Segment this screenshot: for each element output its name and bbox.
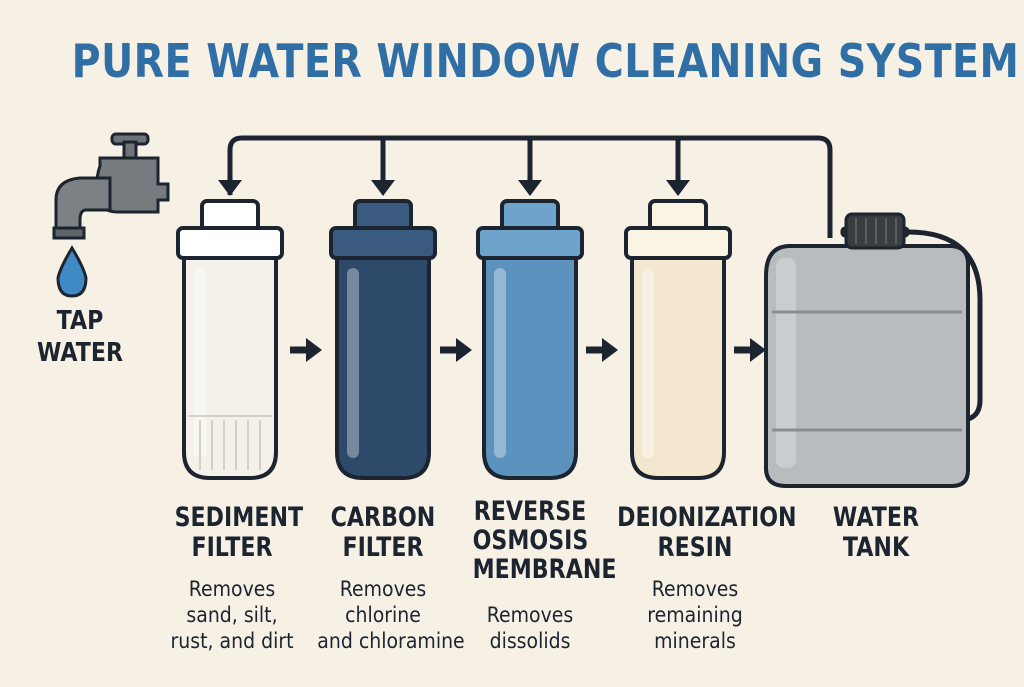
filter-cartridges xyxy=(176,199,732,480)
stage-desc-line: dissolids xyxy=(489,629,571,653)
right-arrow-icon xyxy=(290,338,322,362)
stage-desc-reverse-osmosis: Removes dissolids xyxy=(467,602,593,654)
down-arrow-icon xyxy=(666,180,690,196)
right-arrow-icon xyxy=(734,338,766,362)
stage-desc-line: sand, silt, xyxy=(186,603,278,627)
stage-desc-line: remaining xyxy=(647,603,743,627)
stage-label-deionization: DEIONIZATION RESIN xyxy=(617,502,797,563)
stage-label-reverse-osmosis: REVERSE OSMOSIS MEMBRANE xyxy=(472,496,617,585)
stage-label-line: CARBON xyxy=(330,502,436,533)
flow-arrows xyxy=(290,338,766,362)
filter-cartridge-sediment xyxy=(176,199,284,480)
stage-label-line: MEMBRANE xyxy=(472,554,617,585)
tank-hose xyxy=(907,229,983,423)
filter-cartridge-reverse-osmosis xyxy=(476,199,584,480)
stage-desc-deionization: Removes remaining minerals xyxy=(628,576,763,654)
stage-label-line: DEIONIZATION xyxy=(617,502,797,533)
stage-label-line: REVERSE xyxy=(473,496,587,527)
stage-desc-line: Removes xyxy=(339,577,427,601)
down-arrow-icon xyxy=(218,180,242,196)
down-arrow-icon xyxy=(518,180,542,196)
stage-desc-line: Removes xyxy=(188,577,276,601)
stage-desc-line: and chloramine xyxy=(317,629,465,653)
stage-desc-carbon: Removes chlorine and chloramine xyxy=(317,576,465,654)
stage-desc-line: Removes xyxy=(651,577,739,601)
faucet-icon xyxy=(52,132,170,240)
stage-desc-line: rust, and dirt xyxy=(170,629,294,653)
water-tank-icon xyxy=(764,212,970,488)
stage-label-line: SEDIMENT xyxy=(174,502,304,533)
tap-water-label-line: WATER xyxy=(37,338,123,368)
tap-water-label: TAP WATER xyxy=(29,305,131,369)
right-arrow-icon xyxy=(440,338,472,362)
stage-desc-line: chlorine xyxy=(345,603,421,627)
down-arrow-icon xyxy=(371,180,395,196)
stage-label-carbon: CARBON FILTER xyxy=(330,503,437,563)
stage-desc-line: Removes xyxy=(486,603,574,627)
filter-cartridge-deionization xyxy=(624,199,732,480)
stage-label-line: TANK xyxy=(842,532,910,563)
right-arrow-icon xyxy=(586,338,618,362)
page-title: PURE WATER WINDOW CLEANING SYSTEM xyxy=(71,34,1020,88)
stage-label-line: WATER xyxy=(832,502,920,533)
stage-desc-sediment: Removes sand, silt, rust, and dirt xyxy=(169,576,295,654)
water-drop-icon xyxy=(56,245,88,298)
stage-desc-line: minerals xyxy=(654,629,736,653)
stage-label-sediment: SEDIMENT FILTER xyxy=(174,502,304,563)
stage-label-water-tank: WATER TANK xyxy=(819,503,934,563)
down-arrows xyxy=(218,138,690,196)
filter-cartridge-carbon xyxy=(329,199,437,480)
stage-label-line: FILTER xyxy=(191,532,273,563)
stage-label-line: FILTER xyxy=(342,532,424,563)
stage-label-line: OSMOSIS xyxy=(472,525,589,556)
stage-label-line: RESIN xyxy=(657,532,733,563)
tap-water-label-line: TAP xyxy=(56,306,104,336)
